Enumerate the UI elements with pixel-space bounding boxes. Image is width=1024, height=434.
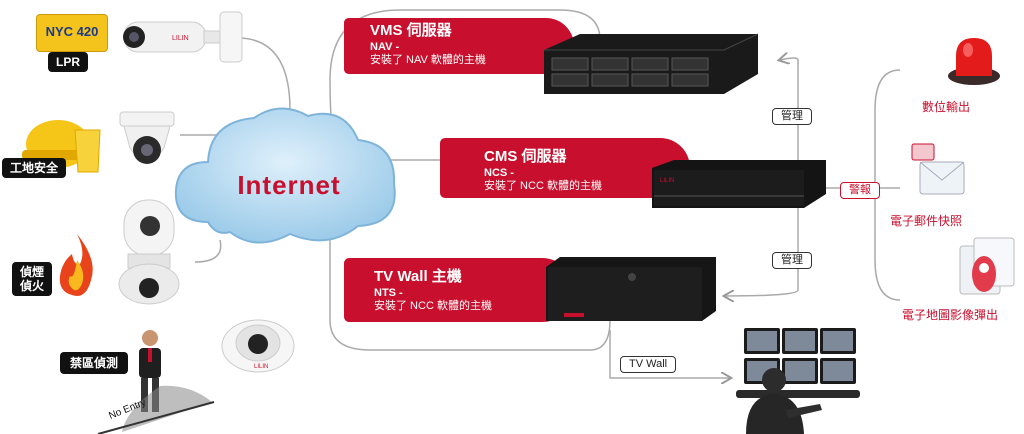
bullet-camera-icon: LILIN <box>123 11 243 63</box>
svg-text:LILIN: LILIN <box>172 35 189 42</box>
smoke-fire-label-line1: 偵煙 <box>20 265 45 279</box>
svg-text:LILIN: LILIN <box>254 364 268 370</box>
svg-text:LILIN: LILIN <box>660 178 674 184</box>
site-safety-label: 工地安全 <box>2 158 67 178</box>
tvwall-host-title: TV Wall 主機 <box>374 268 462 285</box>
tv-wall-pill: TV Wall <box>620 356 677 373</box>
hard-hat-icon <box>22 120 101 173</box>
email-snapshot-label: 電子郵件快照 <box>890 214 963 228</box>
cms-server-title: CMS 伺服器 <box>484 148 567 165</box>
manage-pill-2: 管理 <box>772 252 812 269</box>
cms-server-banner: CMS 伺服器 NCS - 安裝了 NCC 軟體的主機 <box>440 138 690 198</box>
restricted-area-label: 禁區偵測 <box>60 352 129 374</box>
tvwall-host-desc: 安裝了 NCC 軟體的主機 <box>374 300 492 312</box>
smoke-fire-label: 偵煙 偵火 <box>12 262 53 296</box>
vms-server-title: VMS 伺服器 <box>370 22 452 39</box>
vms-server-code: NAV - <box>370 41 400 53</box>
mini-dome-camera-icon: LILIN <box>221 319 295 373</box>
license-plate-icon: NYC 420 <box>36 14 108 52</box>
email-icon <box>911 143 965 195</box>
cms-server-desc: 安裝了 NCC 軟體的主機 <box>484 180 602 192</box>
siren-icon <box>948 38 1000 85</box>
map-popup-icon <box>959 237 1015 295</box>
digital-output-label: 數位輸出 <box>922 100 971 114</box>
tvwall-host-icon <box>546 257 716 321</box>
internet-label: Internet <box>237 170 341 200</box>
no-entry-floor-marking <box>97 385 215 434</box>
internet-cloud <box>174 107 396 244</box>
fire-icon <box>59 234 93 296</box>
manage-pill-1: 管理 <box>772 108 812 125</box>
nvr-server-icon <box>544 33 759 94</box>
operator-monitor-wall-icon <box>736 328 860 434</box>
tvwall-host-code: NTS - <box>374 287 403 299</box>
dome-camera-icon <box>119 111 175 164</box>
ptz-camera-icon <box>118 199 180 305</box>
smoke-fire-label-line2: 偵火 <box>20 279 45 293</box>
vms-server-banner: VMS 伺服器 NAV - 安裝了 NAV 軟體的主機 <box>344 18 574 74</box>
cms-server-icon: LILIN <box>652 160 826 208</box>
vms-server-desc: 安裝了 NAV 軟體的主機 <box>370 54 486 66</box>
emap-popup-label: 電子地圖影像彈出 <box>902 308 999 322</box>
cms-server-code: NCS - <box>484 167 514 179</box>
alarm-pill: 警報 <box>840 182 880 199</box>
lpr-label: LPR <box>48 52 88 72</box>
tvwall-host-banner: TV Wall 主機 NTS - 安裝了 NCC 軟體的主機 <box>344 258 574 322</box>
